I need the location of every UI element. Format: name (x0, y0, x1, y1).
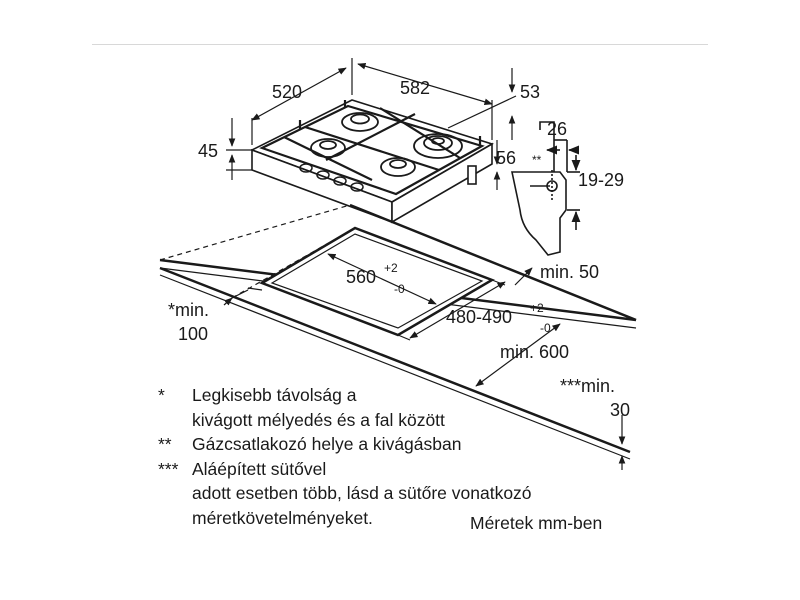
units-note: Méretek mm-ben (470, 513, 603, 533)
knob (299, 163, 313, 173)
dim-side-profile-width: 26 (547, 119, 567, 139)
dim-min-wall-line2: 100 (178, 324, 208, 344)
dim-hob-width: 582 (400, 78, 430, 98)
legend-item: *** Aláépített sütővel (158, 457, 532, 482)
legend-text: Legkisebb távolság a (192, 385, 357, 405)
worktop-front-edge (349, 203, 637, 322)
hob-dimension-lines (226, 58, 517, 190)
dimension-labels: 520 582 53 45 26 ** 56 19-29 560 +2 -0 4… (168, 78, 630, 420)
dim-min-worktop: min. 600 (500, 342, 569, 362)
top-separator (92, 44, 708, 45)
knob (333, 176, 347, 186)
burner-front-left (310, 138, 346, 158)
dim-inlet-height: 56 (496, 148, 516, 168)
burner-front-right (380, 157, 416, 177)
legend-item: ** Gázcsatlakozó helye a kivágásban (158, 432, 532, 457)
dim-min-back: min. 50 (540, 262, 599, 282)
dim-cutout-depth-tol-plus: +2 (530, 301, 544, 315)
gas-inlet (467, 165, 477, 185)
dim-cutout-width: 560 (346, 267, 376, 287)
legend-text: kivágott mélyedés és a fal között (192, 409, 445, 430)
dim-min-oven-line1: ***min. (560, 376, 615, 396)
burner-back-left (341, 112, 379, 132)
legend-item-continuation: méretkövetelményeket. (158, 506, 532, 531)
legend: * Legkisebb távolság a kivágott mélyedés… (158, 383, 532, 530)
worktop-dimension-lines (223, 253, 626, 470)
knob (350, 182, 364, 192)
hob-right-side (391, 142, 493, 224)
dim-min-wall-line1: *min. (168, 300, 209, 320)
legend-item-continuation: adott esetben több, lásd a sütőre vonatk… (158, 481, 532, 506)
legend-item-continuation: kivágott mélyedés és a fal között (158, 408, 532, 433)
control-knobs (299, 163, 364, 192)
legend-mark: *** (158, 458, 179, 479)
burners (310, 112, 463, 177)
legend-mark: ** (158, 434, 172, 454)
legend-mark: * (158, 385, 165, 405)
dim-cutout-width-tol-plus: +2 (384, 261, 398, 275)
legend-text: adott esetben több, lásd a sütőre vonatk… (192, 483, 532, 503)
burner-back-right (413, 133, 463, 159)
legend-text: Aláépített sütővel (192, 458, 327, 479)
knob (316, 170, 330, 180)
dim-cutout-depth-tol-minus: -0 (540, 321, 551, 335)
dim-min-oven-line2: 30 (610, 400, 630, 420)
dim-hob-depth: 520 (272, 82, 302, 102)
legend-text: Gázcsatlakozó helye a kivágásban (192, 434, 462, 454)
dim-worktop-thickness: 19-29 (578, 170, 624, 190)
dim-cutout-width-tol-minus: -0 (394, 282, 405, 296)
hob-drawing (249, 99, 494, 224)
side-profile-detail (511, 121, 581, 256)
dim-panel-offset: 53 (520, 82, 540, 102)
legend-item: * Legkisebb távolság a (158, 383, 532, 408)
gas-connection-mark: ** (532, 153, 542, 167)
dim-cutout-depth: 480-490 (446, 307, 512, 327)
worktop-left-edge (159, 204, 351, 261)
legend-text: méretkövetelményeket. (192, 507, 373, 528)
dim-hob-height: 45 (198, 141, 218, 161)
